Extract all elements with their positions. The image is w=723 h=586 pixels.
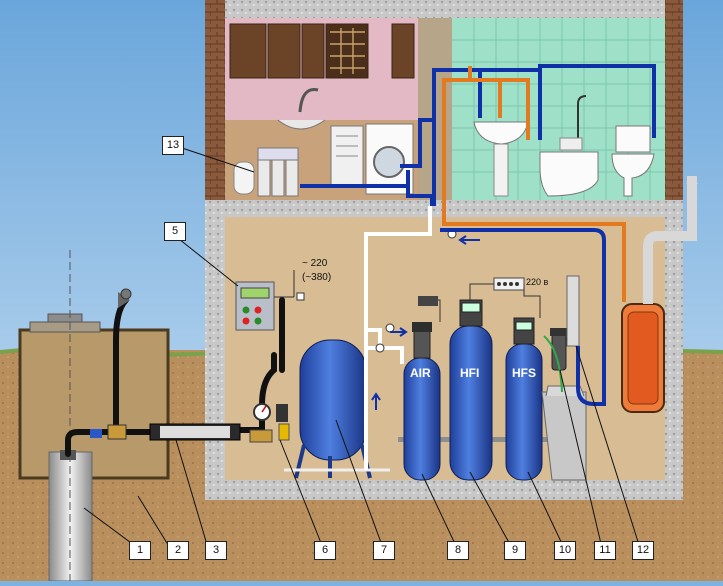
callout-1: 1 (129, 541, 151, 560)
white-pipe-main (364, 206, 432, 470)
callout-8: 8 (447, 541, 469, 560)
tank-hfs-label: HFS (512, 366, 536, 380)
aerator-compressor (418, 296, 438, 306)
hot-water-pipes (442, 66, 626, 302)
callout-9: 9 (504, 541, 526, 560)
pressure-tank-7 (284, 339, 390, 479)
bathroom-tiles (452, 18, 665, 200)
control-box (235, 281, 275, 331)
brine-line (543, 335, 563, 393)
bathtub (539, 95, 599, 197)
uv-lamp-12 (566, 275, 580, 347)
voltage-primary: ~ 220 (302, 258, 328, 269)
caisson-lid (29, 321, 101, 333)
flow-arrow-mid (390, 327, 408, 337)
house-left-wall (205, 0, 225, 225)
tank-hfi-label: HFI (460, 366, 480, 380)
power-socket (296, 292, 305, 301)
pressure-switch-group (249, 403, 290, 443)
callout-leaders (83, 147, 641, 549)
callout-5: 5 (164, 222, 186, 241)
hot-water-boiler (621, 303, 665, 413)
caisson-box (18, 328, 170, 480)
controller-strip (493, 277, 525, 291)
callout-2: 2 (167, 541, 189, 560)
voltage-controller: 220 в (526, 277, 549, 287)
tank-air-label: AIR (410, 366, 431, 380)
flow-arrow-top (458, 235, 480, 245)
callout-11: 11 (594, 541, 616, 560)
caisson-valve (107, 424, 127, 440)
callout-3: 3 (205, 541, 227, 560)
dishwasher (330, 125, 364, 187)
washbasin (473, 121, 529, 197)
tank-air (403, 322, 441, 481)
house-right-wall (665, 0, 683, 225)
callout-13: 13 (162, 136, 184, 155)
callout-12: 12 (632, 541, 654, 560)
power-cable (274, 270, 295, 298)
callout-6: 6 (314, 541, 336, 560)
top-valve (118, 288, 132, 308)
basement-room (225, 217, 665, 480)
ceiling-slab (225, 0, 665, 18)
blue-coupling (90, 429, 102, 438)
callout-7: 7 (373, 541, 395, 560)
toilet (611, 125, 655, 197)
flow-arrow-tank (371, 392, 381, 410)
kitchen-sink (277, 87, 326, 130)
tank-hfs (505, 317, 543, 481)
voltage-alt: (~380) (302, 272, 332, 283)
sleeve-insulation (160, 426, 230, 438)
caisson-hatch (47, 313, 83, 323)
washing-machine (365, 123, 414, 195)
callout-10: 10 (554, 541, 576, 560)
tank-hfi (449, 299, 493, 481)
kitchen-cabinets (229, 23, 415, 79)
boiler-chimney (643, 176, 698, 304)
